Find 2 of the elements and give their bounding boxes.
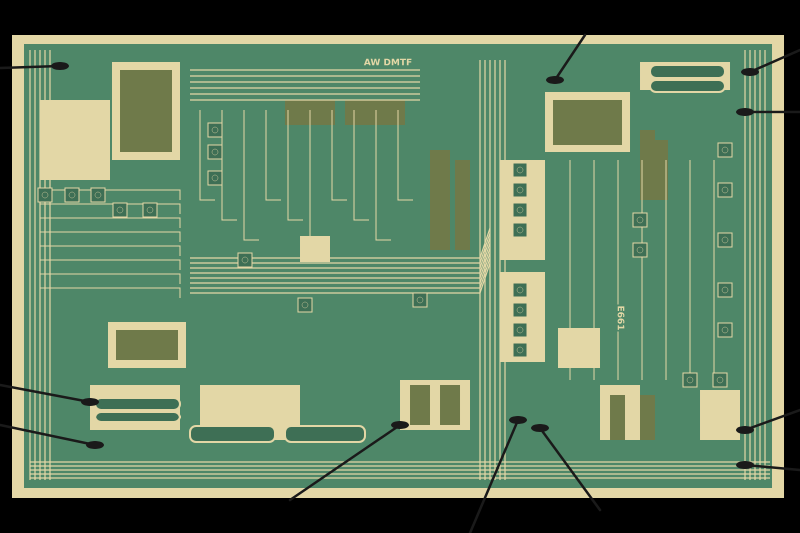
die-marking: AW DMTF [364,58,412,66]
die-marking: E661 [616,304,626,332]
